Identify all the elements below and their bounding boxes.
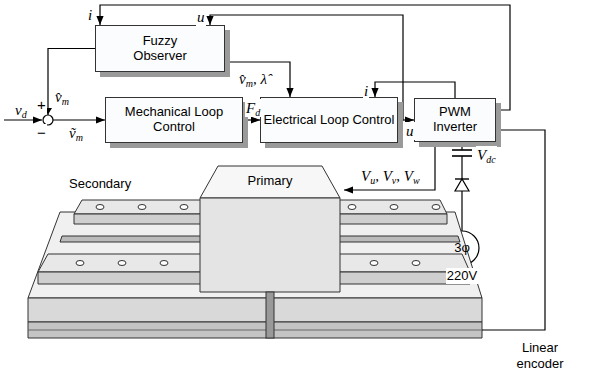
mounting-hole [76, 261, 84, 266]
signal-label: i [363, 82, 369, 100]
mounting-hole [390, 205, 398, 210]
supply-wire [461, 191, 462, 231]
signal-label: Vu, Vv, Vw [360, 167, 421, 185]
box-label: PWM Inverter [420, 105, 490, 135]
box-label: Mechanical Loop Control [106, 105, 242, 135]
part-name: Secondary [68, 176, 132, 192]
signal-arrow [375, 82, 455, 98]
signal-label: vd [14, 101, 28, 119]
mounting-hole [432, 205, 440, 210]
part-name: Primary [247, 173, 294, 189]
dc-bus-wire [461, 156, 462, 179]
phase-voltage-wire [344, 142, 435, 190]
signal-label: u [196, 8, 206, 26]
signal-label: v̂m, λ̂ [238, 70, 268, 88]
encoder-head [266, 292, 274, 338]
encoder-track [28, 330, 482, 331]
dc-bus-wire [461, 142, 462, 150]
base-front [28, 298, 482, 322]
sign-label: + [36, 96, 47, 114]
box-label: Fuzzy Observer [120, 34, 200, 64]
signal-label: Vdc [476, 146, 497, 164]
signal-label: u [405, 122, 415, 140]
mounting-hole [138, 205, 146, 210]
source-label: 220V [446, 268, 478, 284]
mounting-hole [370, 261, 378, 266]
signal-label: ṽm [68, 124, 84, 142]
mounting-hole [96, 205, 104, 210]
encoder-wire [482, 130, 545, 330]
capacitor-plate [452, 149, 472, 151]
mounting-hole [412, 261, 420, 266]
signal-arrow [243, 119, 260, 120]
signal-arrow [225, 62, 290, 97]
encoder-scale [28, 322, 482, 338]
process-box: Mechanical Loop Control [105, 97, 243, 143]
mounting-hole [118, 261, 126, 266]
primary-front [200, 198, 340, 292]
mounting-hole [348, 205, 356, 210]
signal-label: i [87, 6, 93, 24]
primary-top [200, 166, 340, 198]
signal-label: Fd [245, 99, 261, 117]
rectifier-diode [455, 179, 469, 191]
mounting-hole [160, 261, 168, 266]
sign-label: − [36, 124, 47, 142]
process-box: PWM Inverter [414, 98, 496, 142]
signal-label: v̂m [54, 88, 70, 106]
source-label: 3φ [453, 240, 471, 256]
signal-arrow [100, 5, 510, 110]
process-box: Fuzzy Observer [95, 25, 225, 72]
process-box: Electrical Loop Control [260, 97, 398, 143]
part-name: Linear encoder [506, 340, 574, 371]
mounting-hole [180, 205, 188, 210]
box-label: Electrical Loop Control [264, 113, 395, 128]
